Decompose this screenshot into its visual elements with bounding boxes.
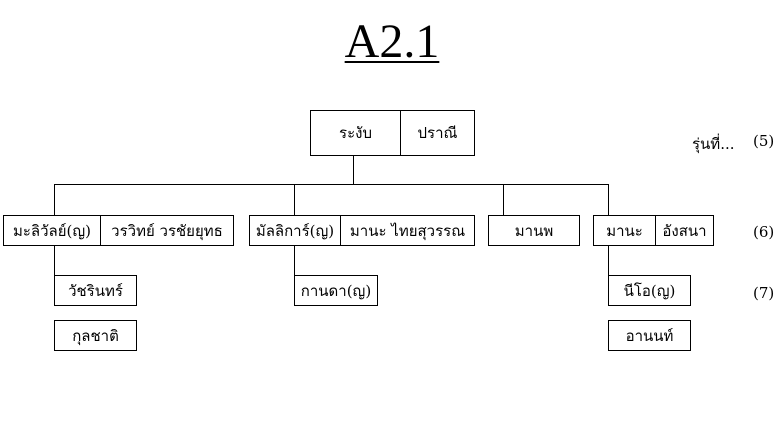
connector-c2-children	[294, 244, 295, 276]
node-gen7-c1-child-2-label: กุลชาติ	[72, 326, 119, 345]
node-gen7-c4-child-2: อานนท์	[608, 320, 691, 351]
connector-c2-drop	[294, 184, 295, 216]
node-gen6-c2-right: มานะ ไทยสุวรรณ	[340, 216, 474, 245]
connector-c1-drop	[54, 184, 55, 216]
node-gen5-couple: ระงับ ปราณี	[310, 110, 475, 156]
node-gen7-c1-child-2: กุลชาติ	[54, 320, 137, 351]
generation-number-5: (5)	[753, 132, 775, 150]
node-gen7-c2-child-1-label: กานดา(ญ)	[300, 281, 372, 300]
connector-root-down	[353, 155, 354, 185]
node-gen6-c1-left: มะลิวัลย์(ญ)	[12, 221, 92, 240]
connector-sibling-bar	[54, 184, 609, 185]
node-gen7-c2-child-1: กานดา(ญ)	[294, 275, 378, 306]
node-gen5-left: ระงับ	[339, 124, 372, 142]
node-gen7-c1-child-1: วัชรินทร์	[54, 275, 137, 306]
node-gen7-c4-child-1: นีโอ(ญ)	[608, 275, 691, 306]
node-gen6-c2: มัลลิการ์(ญ) มานะ ไทยสุวรรณ	[249, 215, 475, 246]
generation-number-7: (7)	[753, 284, 775, 302]
connector-c4-drop	[608, 184, 609, 216]
node-gen7-c4-child-1-label: นีโอ(ญ)	[623, 281, 676, 300]
node-gen6-c4-right: อังสนา	[655, 216, 713, 245]
node-gen6-c3: มานพ	[488, 215, 580, 246]
node-gen6-c4-left: มานะ	[606, 221, 643, 240]
node-gen6-c1: มะลิวัลย์(ญ) วรวิทย์ วรชัยยุทธ	[3, 215, 234, 246]
connector-c1-children	[54, 244, 55, 276]
connector-c4-children	[608, 244, 609, 276]
generation-number-6: (6)	[753, 223, 775, 241]
page-title: A2.1	[344, 15, 440, 68]
generation-label: รุ่นที่...	[692, 135, 735, 153]
node-gen5-right: ปราณี	[400, 111, 474, 155]
node-gen7-c4-child-2-label: อานนท์	[625, 326, 674, 345]
connector-c3-drop	[503, 184, 504, 216]
node-gen6-c2-left: มัลลิการ์(ญ)	[255, 221, 335, 240]
node-gen6-c1-right: วรวิทย์ วรชัยยุทธ	[100, 216, 233, 245]
node-gen6-c3-name: มานพ	[514, 221, 554, 240]
node-gen7-c1-child-1-label: วัชรินทร์	[68, 281, 123, 300]
node-gen6-c4: มานะ อังสนา	[593, 215, 714, 246]
